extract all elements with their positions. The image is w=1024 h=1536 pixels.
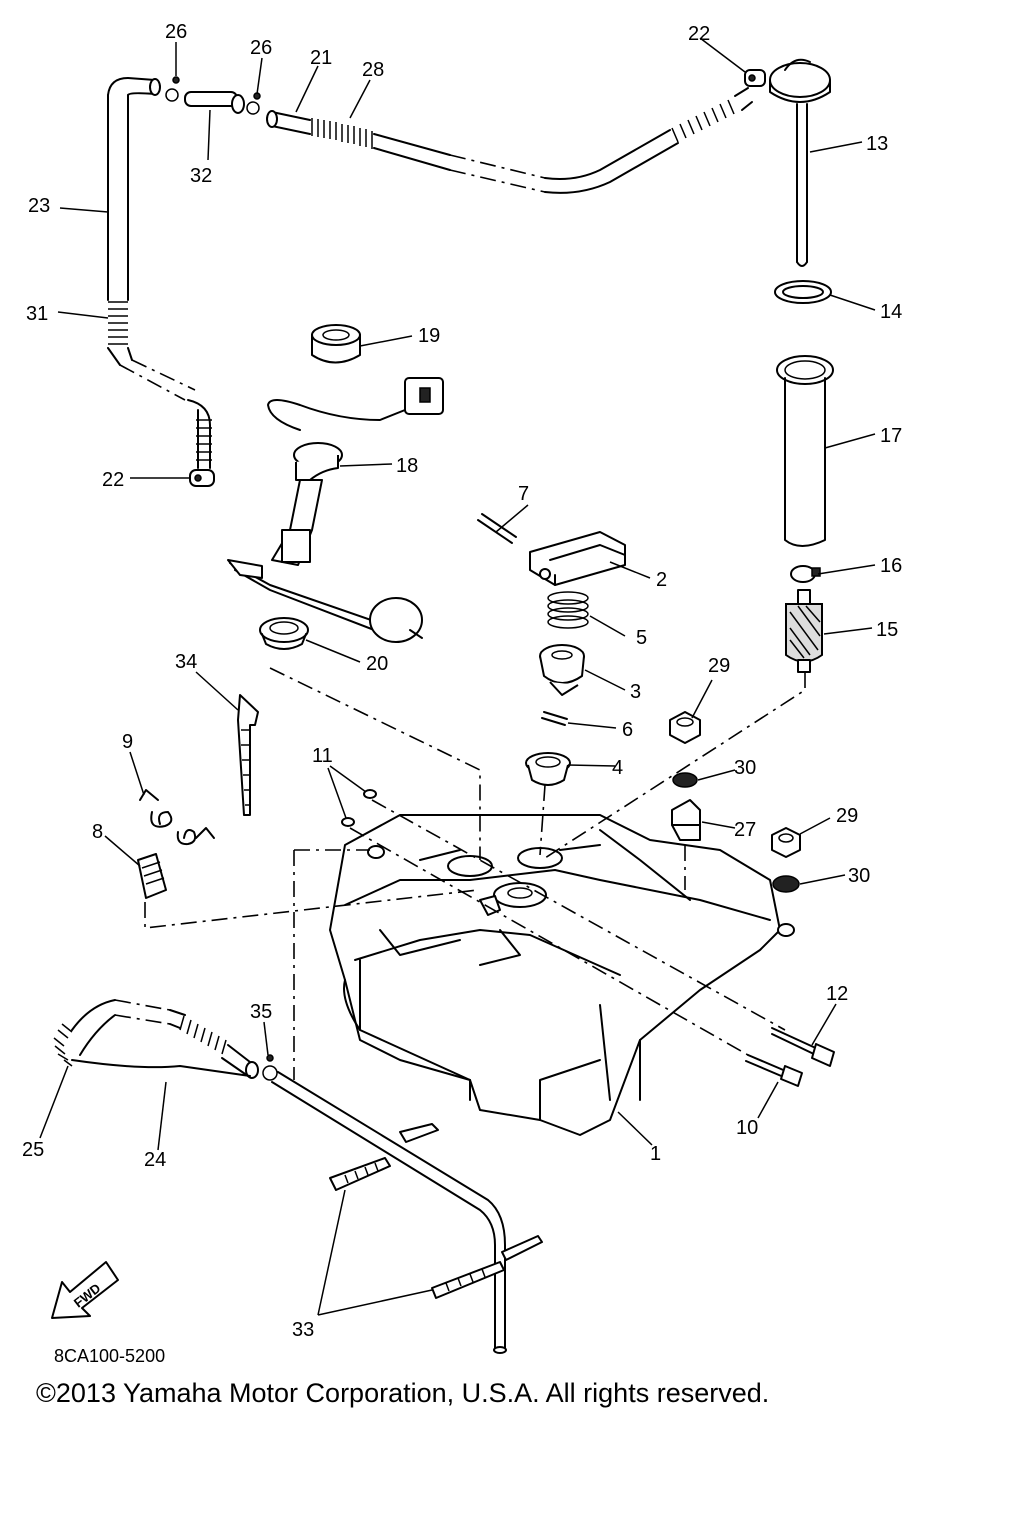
callout-29: 29 xyxy=(836,805,858,827)
hose-section-31 xyxy=(107,301,212,469)
callout-21: 21 xyxy=(310,47,332,69)
strap-34 xyxy=(237,694,259,816)
fuel-cap-13 xyxy=(769,58,831,267)
grommet-19 xyxy=(311,324,361,364)
lever-2 xyxy=(529,531,626,586)
grommet-4 xyxy=(525,752,571,786)
spring-5 xyxy=(547,591,589,629)
callout-31: 31 xyxy=(26,303,48,325)
bolt-12 xyxy=(771,1027,835,1067)
callout-22: 22 xyxy=(102,469,124,491)
part-code: 8CA100-5200 xyxy=(54,1346,165,1366)
callout-labels: 26 26 21 28 22 32 23 13 31 14 19 17 18 2… xyxy=(22,21,902,1341)
pin-6 xyxy=(541,711,568,726)
clamp-22-upper xyxy=(744,69,766,87)
connector-32 xyxy=(184,91,245,114)
nut-29-lower xyxy=(771,827,801,858)
callout-34: 34 xyxy=(175,651,197,673)
callout-10: 10 xyxy=(736,1117,758,1139)
hose-24-25 xyxy=(53,999,259,1079)
callout-25: 25 xyxy=(22,1139,44,1161)
clamp-22-lower xyxy=(189,469,215,487)
fuel-sender-18 xyxy=(227,377,444,643)
clip-35 xyxy=(262,1054,278,1081)
callout-29: 29 xyxy=(708,655,730,677)
callout-13: 13 xyxy=(866,133,888,155)
pin-7 xyxy=(477,513,517,544)
bracket-27 xyxy=(671,799,701,841)
callout-15: 15 xyxy=(876,619,898,641)
ties-33 xyxy=(329,1123,543,1299)
vent-hose-23 xyxy=(107,77,161,301)
callout-28: 28 xyxy=(362,59,384,81)
spring-9 xyxy=(139,789,215,846)
callout-24: 24 xyxy=(144,1149,166,1171)
damper-8 xyxy=(137,853,167,899)
callout-35: 35 xyxy=(250,1001,272,1023)
washer-30-upper xyxy=(672,772,698,788)
fwd-arrow-icon: FWD xyxy=(51,1261,119,1319)
copyright-notice: ©2013 Yamaha Motor Corporation, U.S.A. A… xyxy=(36,1378,769,1408)
nut-29-upper xyxy=(669,711,701,744)
callout-14: 14 xyxy=(880,301,902,323)
callout-26: 26 xyxy=(165,21,187,43)
seal-20 xyxy=(259,617,309,650)
washers-11 xyxy=(341,789,377,827)
callout-16: 16 xyxy=(880,555,902,577)
drain-hose xyxy=(271,1071,507,1354)
hose-21-28 xyxy=(266,87,753,194)
clamp-16 xyxy=(790,565,821,583)
clip-26-right xyxy=(246,92,261,115)
callout-20: 20 xyxy=(366,653,388,675)
bolt-10 xyxy=(745,1054,803,1087)
callout-11: 11 xyxy=(312,745,333,767)
callout-22: 22 xyxy=(688,23,710,45)
callout-26: 26 xyxy=(250,37,272,59)
callout-33: 33 xyxy=(292,1319,314,1341)
callout-8: 8 xyxy=(92,821,103,843)
callout-1: 1 xyxy=(650,1143,661,1165)
fuel-tank-1 xyxy=(329,814,795,1136)
callout-19: 19 xyxy=(418,325,440,347)
callout-6: 6 xyxy=(622,719,633,741)
callout-2: 2 xyxy=(656,569,667,591)
callout-23: 23 xyxy=(28,195,50,217)
alignment-lines xyxy=(144,667,806,1080)
callout-30: 30 xyxy=(734,757,756,779)
callout-4: 4 xyxy=(612,757,623,779)
callout-30: 30 xyxy=(848,865,870,887)
gasket-14 xyxy=(774,280,832,304)
leader-lines xyxy=(39,37,876,1316)
cock-body-3 xyxy=(539,644,585,696)
washer-30-lower xyxy=(772,875,800,893)
callout-7: 7 xyxy=(518,483,529,505)
filler-tube-17 xyxy=(776,355,834,547)
clip-26-left xyxy=(165,76,180,102)
callout-27: 27 xyxy=(734,819,756,841)
callout-5: 5 xyxy=(636,627,647,649)
callout-12: 12 xyxy=(826,983,848,1005)
callout-17: 17 xyxy=(880,425,902,447)
fuel-filter-15 xyxy=(785,589,823,673)
callout-3: 3 xyxy=(630,681,641,703)
callout-32: 32 xyxy=(190,165,212,187)
callout-9: 9 xyxy=(122,731,133,753)
callout-18: 18 xyxy=(396,455,418,477)
